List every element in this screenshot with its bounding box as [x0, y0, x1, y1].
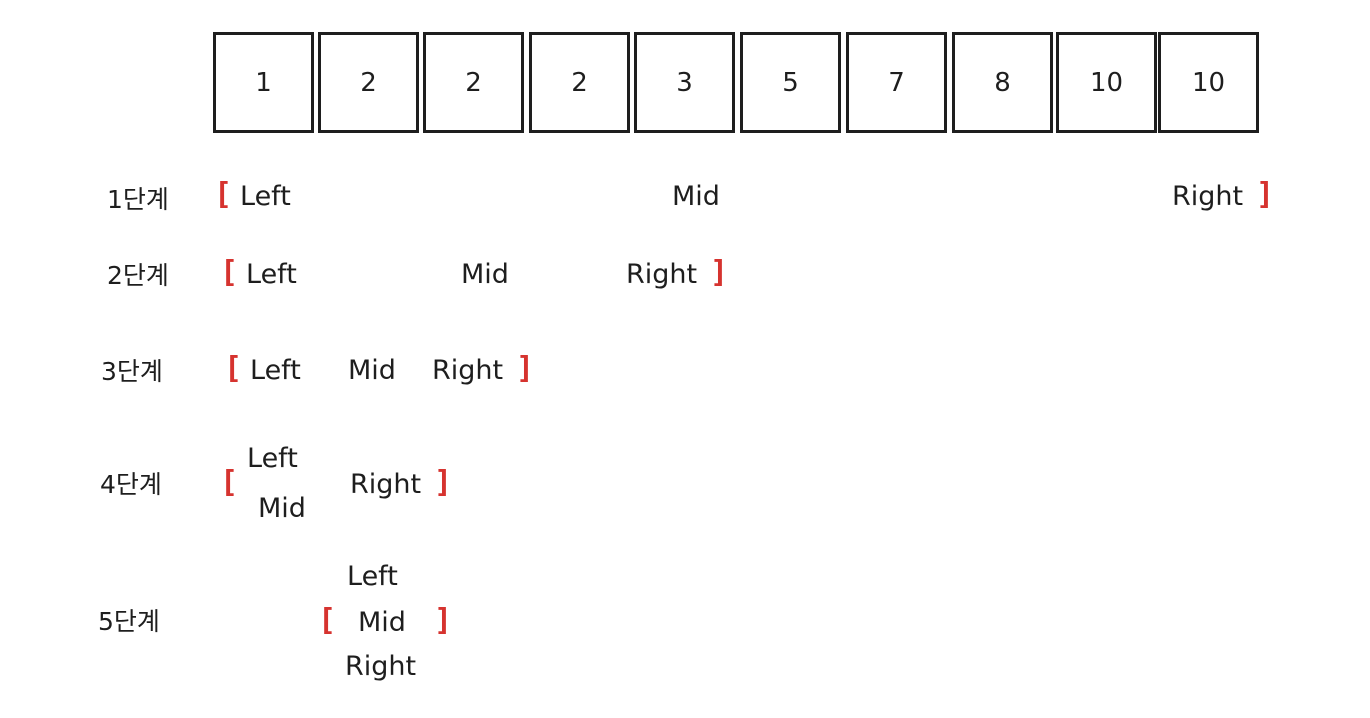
array-cell: 5	[740, 32, 841, 133]
cell-value: 3	[676, 67, 693, 98]
open-bracket: [	[220, 255, 239, 290]
array-cell: 2	[423, 32, 524, 133]
array-cell: 3	[634, 32, 735, 133]
cell-value: 10	[1191, 67, 1226, 98]
array-cell: 10	[1056, 32, 1157, 133]
mid-pointer-label: Mid	[461, 259, 509, 290]
array-cell: 7	[846, 32, 947, 133]
close-bracket: ]	[516, 351, 535, 386]
cell-value: 8	[994, 67, 1011, 98]
step-label-2: 2단계	[107, 261, 169, 290]
left-pointer-label: Left	[247, 443, 298, 474]
step-label-5: 5단계	[98, 607, 160, 636]
close-bracket: ]	[434, 465, 453, 500]
cell-value: 7	[888, 67, 905, 98]
left-pointer-label: Left	[250, 355, 301, 386]
step-label-3: 3단계	[101, 357, 163, 386]
mid-pointer-label: Mid	[358, 607, 406, 638]
left-pointer-label: Left	[347, 561, 398, 592]
open-bracket: [	[224, 351, 243, 386]
cell-value: 10	[1089, 67, 1124, 98]
left-pointer-label: Left	[246, 259, 297, 290]
right-pointer-label: Right	[1172, 181, 1244, 212]
mid-pointer-label: Mid	[672, 181, 720, 212]
array-cell: 10	[1158, 32, 1259, 133]
close-bracket: ]	[434, 603, 453, 638]
close-bracket: ]	[710, 255, 729, 290]
array-cell: 2	[529, 32, 630, 133]
step-label-1: 1단계	[107, 185, 169, 214]
right-pointer-label: Right	[626, 259, 698, 290]
open-bracket: [	[214, 177, 233, 212]
mid-pointer-label: Mid	[348, 355, 396, 386]
array-cell: 1	[213, 32, 314, 133]
cell-value: 5	[782, 67, 799, 98]
open-bracket: [	[220, 465, 239, 500]
open-bracket: [	[318, 603, 337, 638]
close-bracket: ]	[1256, 177, 1275, 212]
cell-value: 2	[571, 67, 588, 98]
cell-value: 2	[465, 67, 482, 98]
left-pointer-label: Left	[240, 181, 291, 212]
array-cell: 8	[952, 32, 1053, 133]
array-cell: 2	[318, 32, 419, 133]
right-pointer-label: Right	[345, 651, 417, 682]
right-pointer-label: Right	[350, 469, 422, 500]
cell-value: 2	[360, 67, 377, 98]
cell-value: 1	[255, 67, 272, 98]
step-label-4: 4단계	[100, 470, 162, 499]
right-pointer-label: Right	[432, 355, 504, 386]
mid-pointer-label: Mid	[258, 493, 306, 524]
